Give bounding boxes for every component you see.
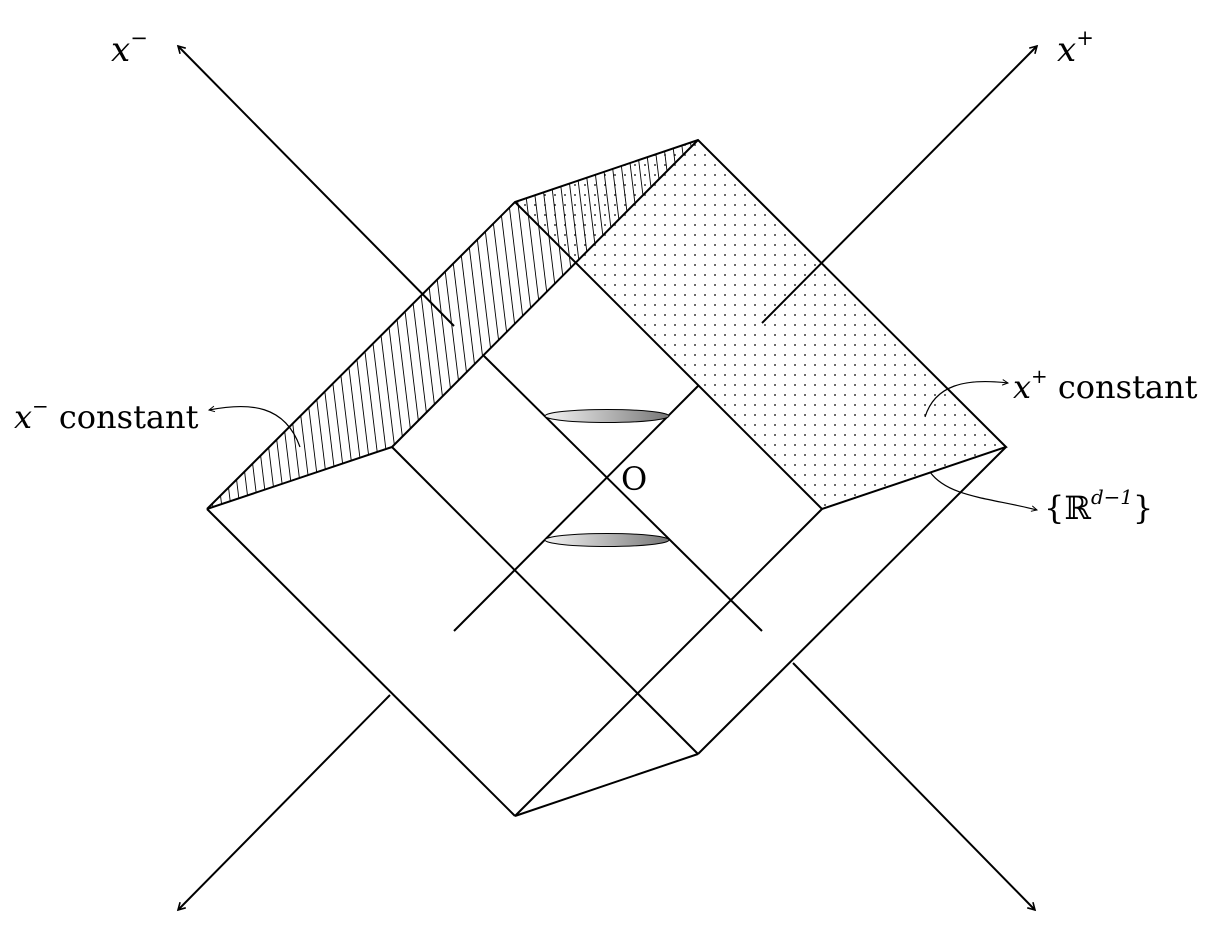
origin-label: O: [621, 460, 648, 498]
hatch-line: [149, 130, 197, 521]
lower-slice-disc: [544, 533, 670, 547]
hatch-line: [463, 140, 513, 509]
hatch-line: [265, 140, 315, 509]
prism-edges: [206, 138, 1008, 817]
hatch-line: [391, 140, 441, 509]
hatch-line: [158, 130, 206, 521]
hatch-line: [364, 140, 414, 509]
x-minus-constant-callout-arrow: [207, 405, 301, 448]
hatch-line: [292, 140, 342, 509]
x-minus-constant-label: x− constant: [14, 395, 199, 436]
slice-label: {ℝd−1}: [1044, 486, 1154, 527]
slice-callout-arrow: [929, 471, 1039, 512]
hatch-line: [454, 140, 504, 509]
x-plus-constant-label: x+ constant: [1013, 365, 1198, 406]
hatch-line: [301, 140, 351, 509]
x-minus-axis: [176, 44, 1037, 912]
hatch-line: [207, 140, 225, 509]
hatch-line: [508, 140, 558, 509]
hatch-line: [207, 140, 243, 509]
x-plus-constant-face: [515, 140, 1006, 509]
hatch-line: [283, 140, 333, 509]
hatch-line: [220, 140, 270, 509]
x-plus-constant-callout-arrow: [924, 379, 1010, 418]
x-plus-axis: [176, 44, 1039, 912]
hatch-line: [355, 140, 405, 509]
hatch-line: [207, 140, 234, 509]
hatch-line: [409, 140, 459, 509]
x-plus-axis-label: x+: [1057, 25, 1094, 70]
hatch-line: [427, 140, 477, 509]
hatch-line: [328, 140, 378, 509]
hatch-line: [490, 140, 540, 509]
hatch-line: [481, 140, 531, 509]
hatch-line: [373, 140, 423, 509]
hatch-line: [274, 140, 324, 509]
hatch-line: [238, 140, 288, 509]
hatch-line: [346, 140, 396, 509]
hatch-line: [256, 140, 306, 509]
hatch-line: [436, 140, 486, 509]
x-minus-axis-label: x−: [111, 25, 148, 70]
hatch-line: [418, 140, 468, 509]
hatch-line: [207, 140, 252, 509]
hatch-line: [207, 140, 216, 509]
upper-slice-disc: [544, 409, 670, 423]
inner-axis-segments: [453, 355, 763, 632]
hatch-line: [140, 130, 188, 521]
hatch-line: [499, 140, 549, 509]
